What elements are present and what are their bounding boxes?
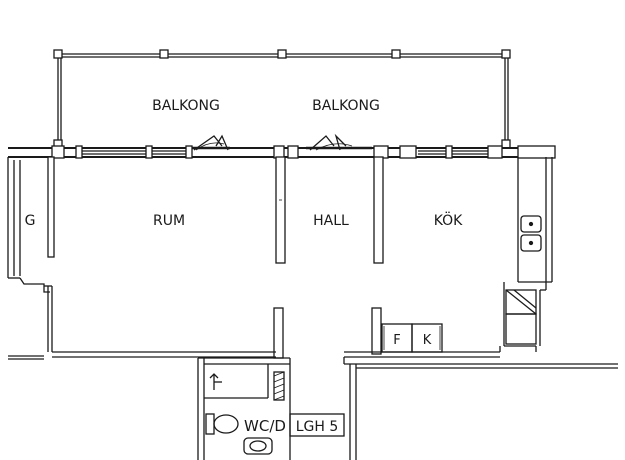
apartment-label-box: [289, 413, 345, 437]
sink: [520, 215, 542, 252]
toilet: [205, 413, 239, 435]
room-label-g: G: [25, 213, 36, 229]
room-label-balkong-right: BALKONG: [312, 98, 380, 114]
kitchen-counter: [499, 157, 553, 352]
shower: [209, 373, 222, 390]
fridge-freezer: [381, 323, 443, 353]
balcony-door-right: [306, 133, 372, 151]
railing-post: [501, 139, 511, 149]
room-label-wcd: WC/D: [244, 417, 286, 435]
facade-wall: [8, 145, 556, 159]
railing-post: [277, 49, 287, 59]
stove: [505, 289, 537, 345]
railing-post: [53, 49, 63, 59]
partition-lower-hall: [273, 307, 382, 359]
appliance-label-k: K: [423, 333, 432, 348]
washbasin: [243, 437, 273, 455]
room-label-balkong-left: BALKONG: [152, 98, 220, 114]
railing-post: [159, 49, 169, 59]
room-label-hall: HALL: [313, 213, 349, 229]
partition-rum-hall: [275, 156, 286, 264]
bottom-wall: [52, 351, 618, 460]
railing-post: [501, 49, 511, 59]
partition-hall-kok: [373, 156, 384, 264]
railing-post: [391, 49, 401, 59]
apartment-label: LGH 5: [296, 419, 339, 435]
balcony-door-left: [192, 134, 230, 151]
room-label-kok: KÖK: [434, 211, 463, 229]
bathroom-walls: [197, 357, 291, 460]
appliance-label-f: F: [393, 333, 400, 348]
left-wall: [7, 157, 53, 360]
balcony-railing: [53, 49, 511, 149]
closet-wall: [47, 156, 55, 258]
room-label-rum: RUM: [153, 213, 185, 229]
